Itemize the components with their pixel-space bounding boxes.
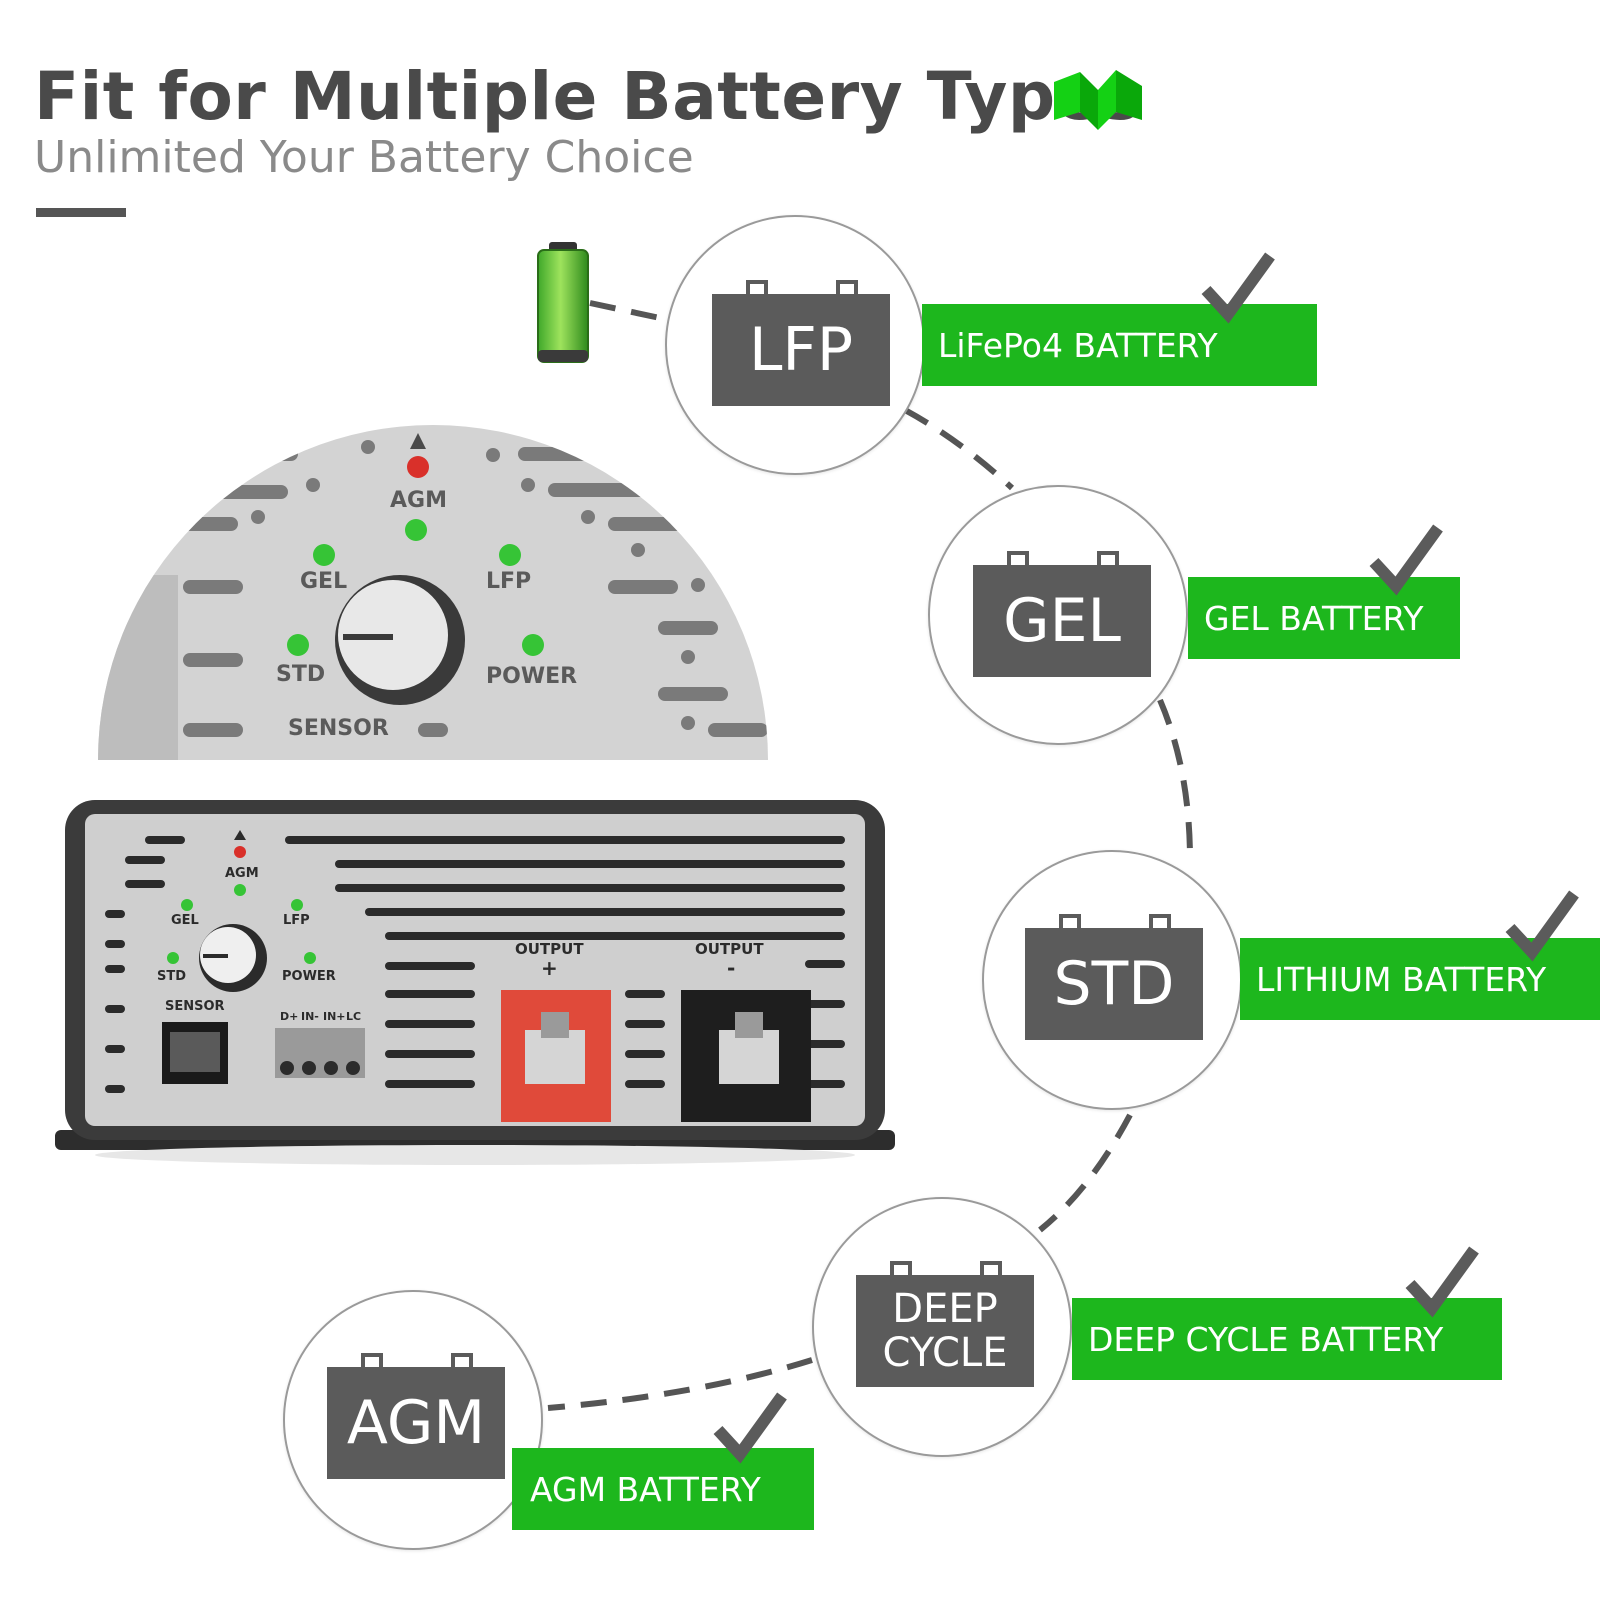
checkmark-icon	[713, 1392, 787, 1464]
battery-label-band-lfp: LiFePo4 BATTERY	[922, 304, 1317, 386]
battery-label: AGM BATTERY	[530, 1469, 761, 1509]
checkmark-icon	[1369, 524, 1443, 596]
battery-label-band-deep-cycle: DEEP CYCLE BATTERY	[1072, 1298, 1502, 1380]
green-battery-icon	[537, 242, 589, 363]
device-agm-label: AGM	[225, 866, 259, 881]
battery-label: DEEP CYCLE BATTERY	[1088, 1319, 1444, 1359]
terminal-label: LC	[346, 1010, 361, 1023]
panel-zoom-power-label: POWER	[486, 664, 577, 689]
device-std-label: STD	[157, 969, 186, 984]
page-title: Fit for Multiple Battery Types	[34, 58, 1141, 135]
battery-label: LITHIUM BATTERY	[1256, 959, 1547, 999]
checkmark-icon	[1505, 890, 1579, 962]
badge-text: STD	[1053, 949, 1175, 1019]
device-sensor-label: SENSOR	[165, 999, 225, 1014]
output-pos-label: OUTPUT	[515, 940, 584, 958]
charger-device-image: AGM GEL LFP STD POWER SENSOR OUTPUT + OU…	[55, 800, 895, 1165]
battery-badge-deep-cycle: DEEP CYCLE	[856, 1261, 1034, 1387]
panel-zoom-view: AGM GEL LFP STD POWER SENSOR	[98, 425, 768, 760]
badge-text: LFP	[748, 315, 854, 385]
terminal-label: IN-	[301, 1010, 319, 1023]
device-lfp-label: LFP	[283, 913, 310, 928]
device-gel-label: GEL	[171, 913, 199, 928]
battery-label: GEL BATTERY	[1204, 598, 1424, 638]
panel-zoom-std-label: STD	[276, 662, 325, 687]
brand-logo-icon	[1054, 70, 1142, 130]
battery-badge-agm: AGM	[327, 1353, 505, 1479]
battery-label-band-gel: GEL BATTERY	[1188, 577, 1460, 659]
panel-zoom-agm-label: AGM	[390, 488, 447, 513]
panel-zoom-gel-label: GEL	[300, 569, 347, 594]
battery-badge-gel: GEL	[973, 551, 1151, 677]
output-pos-sign: +	[541, 956, 558, 980]
badge-text-line1: DEEP	[892, 1286, 998, 1332]
terminal-label: D+	[280, 1010, 298, 1023]
battery-badge-std: STD	[1025, 914, 1203, 1040]
output-neg-sign: -	[727, 956, 735, 980]
checkmark-icon	[1405, 1246, 1479, 1318]
battery-label-band-std: LITHIUM BATTERY	[1240, 938, 1600, 1020]
device-power-label: POWER	[282, 969, 336, 984]
output-neg-label: OUTPUT	[695, 940, 764, 958]
badge-text-line2: CYCLE	[882, 1330, 1008, 1376]
battery-label: LiFePo4 BATTERY	[938, 325, 1218, 365]
page-subtitle: Unlimited Your Battery Choice	[34, 132, 694, 183]
badge-text: AGM	[346, 1388, 486, 1458]
checkmark-icon	[1201, 252, 1275, 324]
battery-badge-lfp: LFP	[712, 280, 890, 406]
badge-text: GEL	[1003, 586, 1121, 656]
panel-zoom-lfp-label: LFP	[486, 569, 531, 594]
title-underline	[36, 208, 126, 217]
battery-label-band-agm: AGM BATTERY	[512, 1448, 814, 1530]
terminal-label: IN+	[323, 1010, 346, 1023]
panel-zoom-sensor-label: SENSOR	[288, 716, 389, 741]
